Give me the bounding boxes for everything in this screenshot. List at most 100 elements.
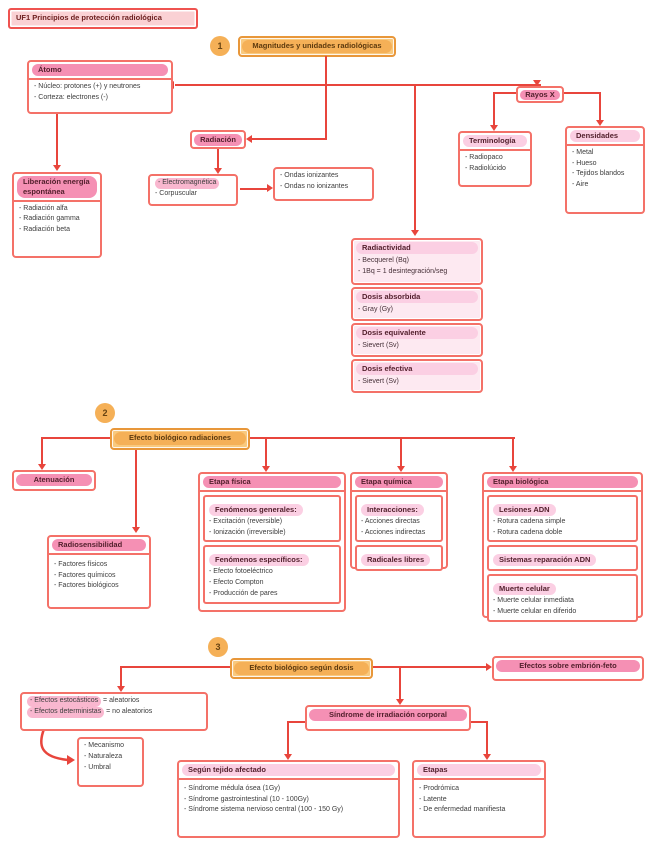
item: - Factores físicos: [54, 560, 108, 568]
connector-line: [325, 56, 327, 84]
node-etapa-quimica: Etapa química Interacciones: - Acciones …: [350, 472, 448, 572]
item: - Latente: [419, 795, 447, 803]
item: - Prodrómica: [419, 784, 460, 792]
item: - Aire: [572, 181, 589, 189]
connector-line: [121, 666, 230, 668]
node-efectos-embrion-feto: Efectos sobre embrión-feto: [492, 656, 644, 681]
connector-line: [56, 114, 58, 166]
item: - Mecanismo: [84, 742, 125, 749]
item: - Muerte celular en diferido: [493, 608, 577, 616]
item: - Excitación (reversible): [209, 517, 283, 525]
connector-line: [240, 188, 268, 190]
node-dosis-equivalente-title: Dosis equivalente: [356, 327, 478, 339]
item: - Síndrome médula ósea (1Gy): [184, 784, 281, 792]
sub-box-fenomenos-especificos: Fenómenos específicos: - Efecto fotoeléc…: [203, 545, 341, 604]
node-atenuacion: Atenuación: [12, 470, 96, 491]
arrowhead-down-icon: [214, 168, 222, 174]
node-etapas-title: Etapas: [417, 764, 541, 776]
node-dosis-absorbida: Dosis absorbida - Gray (Gy): [351, 287, 483, 321]
node-tipos-radiacion: - Electromagnética - Corpuscular: [148, 174, 238, 206]
item: - Hueso: [572, 159, 597, 167]
item: - Efecto Compton: [209, 579, 264, 587]
connector-line: [494, 92, 516, 94]
node-caracteristicas: - Mecanismo - Naturaleza - Umbral: [77, 737, 144, 787]
node-radiacion: Radiación: [190, 130, 246, 149]
sub-box-interacciones: Interacciones: - Acciones directas - Acc…: [355, 494, 443, 543]
item: - Radiación beta: [19, 226, 70, 234]
arrowhead-down-icon: [490, 125, 498, 131]
item: - Efectos deterministas = no aleatorios: [27, 706, 201, 718]
arrowhead-down-icon: [533, 80, 541, 86]
connector-line: [486, 721, 488, 755]
item: - Factores químicos: [54, 571, 116, 579]
sub-box-fenomenos-generales: Fenómenos generales: - Excitación (rever…: [203, 494, 341, 543]
node-etapa-fisica-title: Etapa física: [203, 476, 341, 488]
item: - 1Bq = 1 desintegración/seg: [358, 267, 448, 275]
arrowhead-down-icon: [596, 120, 604, 126]
node-radiosensibilidad: Radiosensibilidad - Factores físicos - F…: [47, 535, 151, 609]
node-etapa-quimica-title: Etapa química: [355, 476, 443, 488]
item: - Gray (Gy): [358, 305, 393, 313]
arrowhead-left-icon: [246, 135, 252, 143]
connector-line: [120, 666, 122, 687]
node-efectos-estocasticos-deterministas: - Efectos estocásticos = aleatorios - Ef…: [20, 692, 208, 731]
item: - Corteza: electrones (-): [34, 93, 108, 101]
connector-line: [325, 84, 327, 140]
sub-title: Lesiones ADN: [493, 503, 556, 516]
node-atomo-title: Átomo: [32, 64, 168, 76]
connector-line: [512, 437, 514, 467]
item: - Electromagnética: [155, 178, 231, 189]
connector-line: [399, 666, 401, 700]
connector-line: [288, 721, 305, 723]
item: - Acciones indirectas: [361, 528, 426, 536]
item: - Acciones directas: [361, 517, 420, 525]
node-liberacion-title: Liberación energía espontánea: [17, 176, 97, 198]
arrowhead-down-icon: [284, 754, 292, 760]
connector-line: [373, 666, 486, 668]
node-etapa-biologica-title: Etapa biológica: [487, 476, 638, 488]
node-densidades: Densidades - Metal - Hueso - Tejidos bla…: [565, 126, 645, 214]
sub-title: Fenómenos generales:: [209, 503, 303, 516]
node-dosis-equivalente: Dosis equivalente - Sievert (Sv): [351, 323, 483, 357]
arrowhead-down-icon: [509, 466, 517, 472]
node-ondas: - Ondas ionizantes - Ondas no ionizantes: [273, 167, 374, 201]
item: - Radiopaco: [465, 153, 503, 161]
item: - Sievert (Sv): [358, 341, 399, 349]
item: - Radiación alfa: [19, 204, 68, 212]
arrowhead-down-icon: [483, 754, 491, 760]
connector-line: [265, 437, 267, 467]
arrowhead-down-icon: [132, 527, 140, 533]
arrowhead-down-icon: [396, 699, 404, 705]
section-2-badge: 2: [95, 403, 115, 423]
section-2-number: 2: [102, 408, 108, 418]
connector-line: [400, 437, 402, 467]
item: - Ionización (irreversible): [209, 528, 286, 536]
node-etapas: Etapas - Prodrómica - Latente - De enfer…: [412, 760, 546, 838]
section-2-heading: Efecto biológico radiaciones: [110, 428, 250, 450]
sub-title: Fenómenos específicos:: [209, 554, 309, 567]
node-sindrome-irradiacion: Síndrome de irradiación corporal: [305, 705, 471, 731]
sub-box-muerte-celular: Muerte celular - Muerte celular inmediat…: [487, 574, 638, 623]
item: - Umbral: [84, 763, 111, 771]
section-3-badge: 3: [208, 637, 228, 657]
item: - Corpuscular: [155, 189, 198, 197]
item: - Factores biológicos: [54, 582, 119, 590]
node-atomo: Átomo - Núcleo: protones (+) y neutrones…: [27, 60, 173, 114]
arrowhead-down-icon: [117, 686, 125, 692]
node-dosis-efectiva: Dosis efectiva - Sievert (Sv): [351, 359, 483, 393]
connector-line: [470, 721, 488, 723]
item: - Rotura cadena simple: [493, 517, 566, 525]
node-terminologia: Terminología - Radiopaco - Radiolúcido: [458, 131, 532, 187]
connector-line: [599, 92, 601, 121]
node-densidades-title: Densidades: [570, 130, 640, 142]
connector-line: [175, 84, 541, 86]
node-etapa-fisica: Etapa física Fenómenos generales: - Exci…: [198, 472, 346, 612]
item: - Tejidos blandos: [572, 170, 625, 178]
sub-box-sistemas-reparacion: Sistemas reparación ADN: [487, 545, 638, 572]
sub-box-lesiones-adn: Lesiones ADN - Rotura cadena simple - Ro…: [487, 494, 638, 543]
node-segun-tejido-title: Según tejido afectado: [182, 764, 395, 776]
sub-title: Sistemas reparación ADN: [493, 554, 597, 567]
connector-line: [42, 437, 110, 439]
item: - Naturaleza: [84, 752, 123, 760]
